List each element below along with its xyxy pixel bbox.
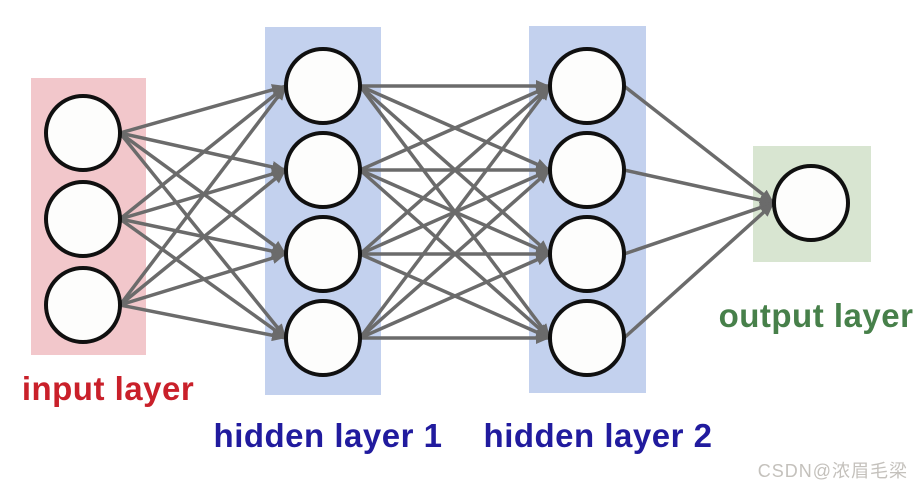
edge-input2-hidden11: [118, 84, 288, 221]
edge-hidden21-output1: [622, 84, 776, 205]
edge-hidden23-output1: [623, 201, 775, 256]
hidden2-node-3: [548, 215, 626, 293]
hidden1-node-2: [284, 131, 362, 209]
edge-hidden12-hidden21: [359, 84, 551, 172]
hidden1-node-3: [284, 215, 362, 293]
connection-edges: [118, 80, 776, 344]
hidden2-node-4: [548, 299, 626, 377]
edge-hidden22-output1: [623, 168, 775, 206]
label-input-layer: input layer: [21, 370, 195, 407]
edge-hidden24-output1: [622, 201, 776, 340]
label-hidden-layer-1: hidden layer 1: [213, 417, 443, 454]
watermark: CSDN@浓眉毛梁: [757, 461, 908, 481]
label-hidden-layer-2: hidden layer 2: [483, 417, 713, 454]
output-node-1: [772, 164, 850, 242]
hidden2-node-1: [548, 47, 626, 125]
edge-input3-hidden13: [119, 252, 287, 307]
neuron-nodes: [44, 47, 850, 377]
edge-input1-hidden11: [119, 84, 287, 135]
edge-input3-hidden12: [118, 168, 288, 307]
edge-hidden14-hidden23: [359, 252, 551, 340]
edge-input3-hidden11: [118, 84, 288, 307]
input-node-1: [44, 94, 122, 172]
input-node-2: [44, 180, 122, 258]
edge-hidden13-hidden21: [358, 84, 552, 256]
hidden2-node-2: [548, 131, 626, 209]
hidden1-node-1: [284, 47, 362, 125]
edge-hidden14-hidden22: [358, 168, 552, 340]
edge-hidden14-hidden21: [358, 84, 552, 340]
input-node-3: [44, 266, 122, 344]
edge-input3-hidden14: [119, 303, 287, 342]
label-output-layer: output layer: [718, 297, 914, 334]
hidden1-node-4: [284, 299, 362, 377]
